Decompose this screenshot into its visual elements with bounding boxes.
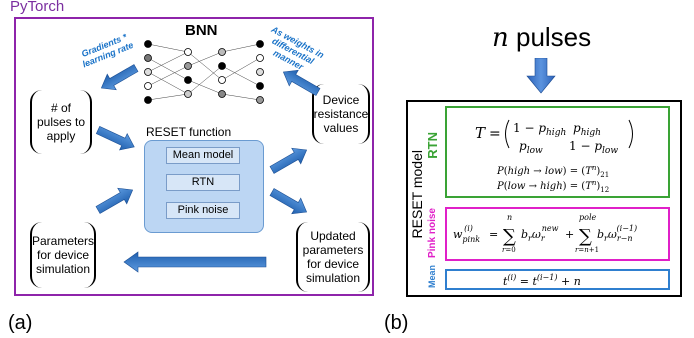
svg-text:pole: pole	[579, 213, 596, 222]
svg-text:=: =	[489, 126, 501, 142]
svg-text:∑: ∑	[503, 226, 516, 247]
svg-text:1 − plow: 1 − plow	[569, 139, 618, 156]
mean-label: Mean	[427, 265, 437, 289]
pulses-box: # of pulses to apply	[30, 90, 92, 154]
svg-text:P(low → high) = (Tn)12: P(low → high) = (Tn)12	[496, 179, 609, 194]
svg-text:r=0: r=0	[502, 246, 516, 254]
arrow-gradients	[100, 64, 139, 91]
arrow-pulses-reset	[95, 125, 135, 151]
svg-text:wpink(i): wpink(i)	[453, 224, 480, 244]
reset-model-frame	[406, 100, 682, 297]
svg-text:phigh: phigh	[573, 121, 601, 138]
n-pulses-title: n pulses	[492, 22, 592, 53]
svg-text:t(i) = t(i−1) + n: t(i) = t(i−1) + n	[503, 273, 581, 288]
pytorch-logo: PyTorch	[10, 0, 65, 15]
svg-text:T: T	[475, 124, 486, 142]
resistance-box: Device resistance values	[312, 84, 370, 144]
params-box: Parameters for device simulation	[30, 222, 96, 288]
reset-function-title: RESET function	[146, 125, 232, 139]
panel-a-frame	[14, 17, 374, 296]
mean-equation: t(i) = t(i−1) + n	[503, 273, 581, 288]
neural-network-icon	[144, 40, 264, 104]
mean-equation-box	[445, 269, 670, 290]
arrow-reset-updated	[269, 188, 308, 215]
reset-model-label: RESET model	[409, 150, 425, 239]
equations: T = 1 − phigh phigh plow 1 − plow P(high…	[453, 119, 637, 288]
svg-text:brωr−n(i−1): brωr−n(i−1)	[597, 224, 637, 243]
svg-text:brωrnew: brωrnew	[521, 224, 559, 243]
arrow-reset-resistance	[269, 147, 308, 174]
svg-text:n: n	[507, 213, 512, 222]
svg-text:=: =	[489, 228, 498, 241]
probability-equations: P(high → low) = (Tn)21 P(low → high) = (…	[496, 164, 609, 194]
svg-text:+: +	[565, 228, 574, 241]
mean-model-box: Mean model	[166, 147, 240, 164]
transition-matrix-equation: T = 1 − phigh phigh plow 1 − plow	[475, 119, 633, 156]
panel-b-label: (b)	[384, 312, 409, 334]
svg-text:r=n+1: r=n+1	[575, 246, 599, 254]
updated-params-box: Updated parameters for device simulation	[296, 222, 370, 292]
bnn-title: BNN	[185, 22, 218, 39]
svg-text:∑: ∑	[579, 226, 592, 247]
pink-noise-box: Pink noise	[166, 202, 240, 219]
pink-noise-label: Pink noise	[427, 208, 438, 259]
pink-noise-equation: wpink(i) = ∑ n r=0 brωrnew + ∑ pole r=n+…	[453, 213, 637, 254]
flow-arrows	[95, 64, 321, 273]
arrow-feedback	[123, 251, 267, 273]
svg-text:1 − phigh: 1 − phigh	[513, 121, 566, 138]
arrow-params-reset	[95, 187, 134, 214]
rtn-box: RTN	[166, 174, 240, 191]
down-arrow-icon	[526, 58, 556, 94]
svg-text:plow: plow	[519, 139, 543, 156]
arrow-weights	[282, 69, 321, 96]
rtn-equation-box	[445, 106, 670, 198]
rtn-label: RTN	[425, 132, 440, 159]
panel-a-label: (a)	[8, 312, 33, 334]
svg-text:P(high → low) = (Tn)21: P(high → low) = (Tn)21	[496, 164, 609, 179]
pink-noise-equation-box	[445, 207, 670, 261]
